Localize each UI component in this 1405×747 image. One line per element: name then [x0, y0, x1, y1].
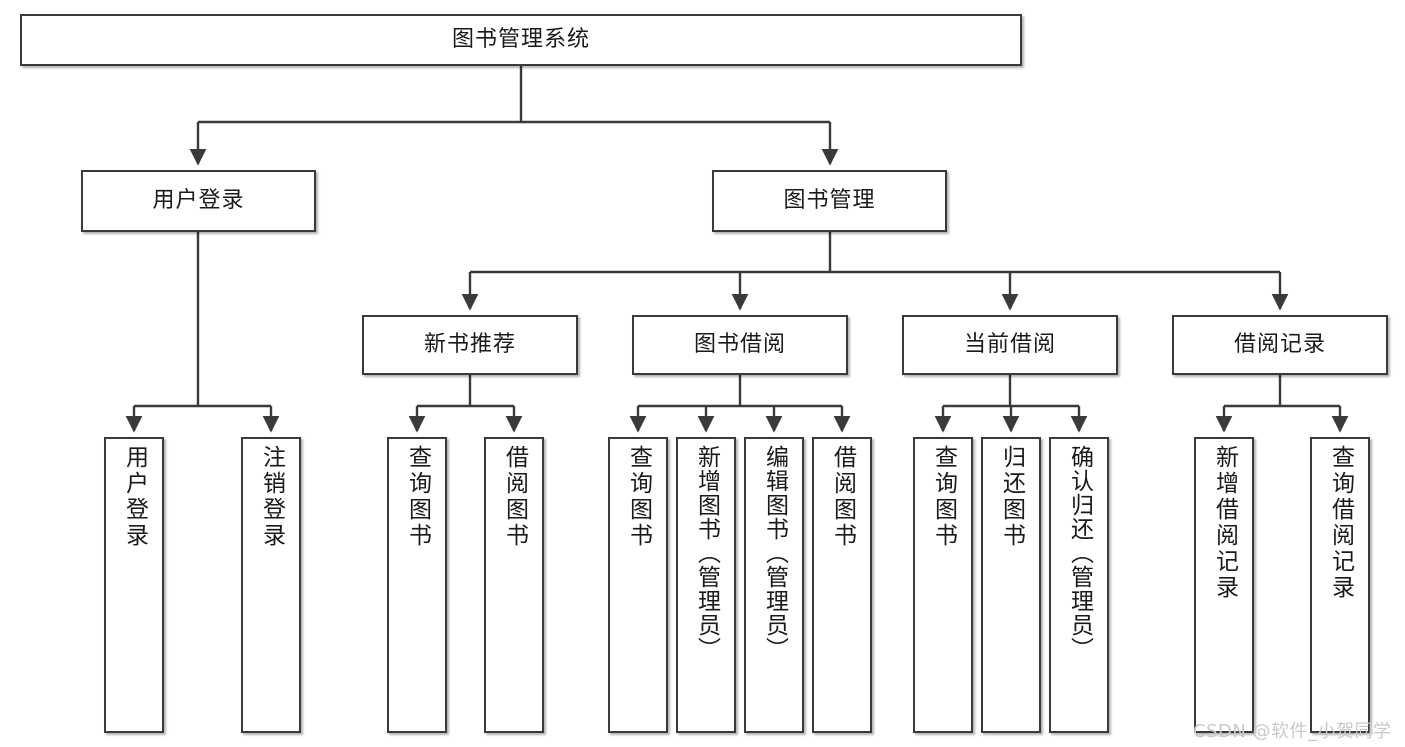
- node-leaf-borrow-book-1[interactable]: 借阅图书: [484, 437, 544, 733]
- node-root-label: 图书管理系统: [451, 27, 590, 53]
- node-leaf-query-book-2[interactable]: 查询图书: [608, 437, 668, 733]
- node-leaf-user-login[interactable]: 用户登录: [104, 437, 164, 733]
- node-current-borrow-label: 当前借阅: [963, 332, 1056, 358]
- node-new-book-rec[interactable]: 新书推荐: [362, 315, 578, 375]
- node-borrow-record-label: 借阅记录: [1233, 332, 1326, 358]
- node-leaf-query-book-1-label: 查询图书: [404, 445, 431, 549]
- node-new-book-rec-label: 新书推荐: [423, 332, 516, 358]
- node-leaf-user-login-label: 用户登录: [121, 445, 148, 549]
- node-leaf-add-record[interactable]: 新增借阅记录: [1194, 437, 1254, 733]
- node-leaf-query-record-label: 查询借阅记录: [1327, 445, 1354, 601]
- node-borrow-record[interactable]: 借阅记录: [1172, 315, 1388, 375]
- node-leaf-edit-book[interactable]: 编辑图书（管理员）: [744, 437, 804, 733]
- node-leaf-query-book-3-label: 查询图书: [930, 445, 957, 549]
- node-leaf-borrow-book-2[interactable]: 借阅图书: [812, 437, 872, 733]
- node-leaf-query-book-3[interactable]: 查询图书: [913, 437, 973, 733]
- node-leaf-add-book[interactable]: 新增图书（管理员）: [676, 437, 736, 733]
- node-leaf-add-record-label: 新增借阅记录: [1211, 445, 1238, 601]
- node-root[interactable]: 图书管理系统: [20, 14, 1022, 66]
- node-book-borrow[interactable]: 图书借阅: [632, 315, 848, 375]
- node-leaf-edit-book-label: 编辑图书（管理员）: [761, 445, 788, 661]
- node-leaf-add-book-label: 新增图书（管理员）: [693, 445, 720, 661]
- node-leaf-query-record[interactable]: 查询借阅记录: [1310, 437, 1370, 733]
- node-book-manage[interactable]: 图书管理: [712, 170, 947, 232]
- node-leaf-query-book-2-label: 查询图书: [625, 445, 652, 549]
- node-user-login-label: 用户登录: [152, 188, 245, 214]
- node-leaf-query-book-1[interactable]: 查询图书: [387, 437, 447, 733]
- node-book-borrow-label: 图书借阅: [693, 332, 786, 358]
- node-book-manage-label: 图书管理: [783, 188, 876, 214]
- node-leaf-confirm-return-label: 确认归还（管理员）: [1066, 445, 1093, 661]
- node-leaf-user-logout[interactable]: 注销登录: [241, 437, 301, 733]
- node-user-login[interactable]: 用户登录: [81, 170, 316, 232]
- node-leaf-borrow-book-1-label: 借阅图书: [501, 445, 528, 549]
- node-leaf-borrow-book-2-label: 借阅图书: [829, 445, 856, 549]
- node-leaf-confirm-return[interactable]: 确认归还（管理员）: [1049, 437, 1109, 733]
- node-leaf-user-logout-label: 注销登录: [258, 445, 285, 549]
- node-leaf-return-book-label: 归还图书: [998, 445, 1025, 549]
- node-leaf-return-book[interactable]: 归还图书: [981, 437, 1041, 733]
- node-current-borrow[interactable]: 当前借阅: [902, 315, 1118, 375]
